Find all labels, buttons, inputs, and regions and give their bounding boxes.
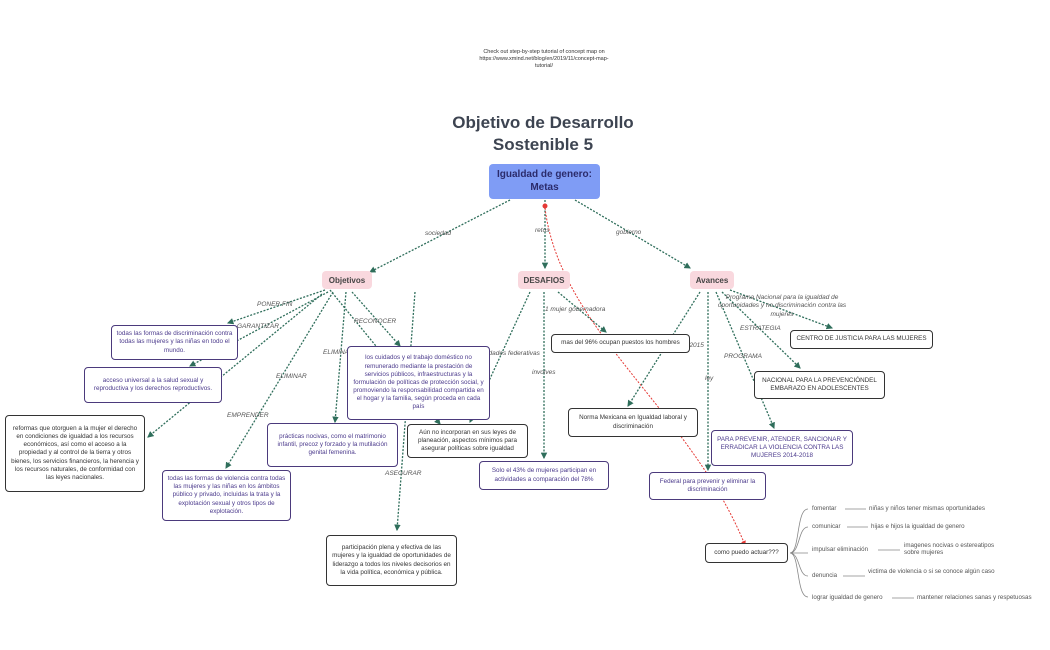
edge-central-avances	[574, 199, 691, 269]
edge-avances-justicia	[729, 289, 834, 330]
edge-avances-embarazo	[721, 291, 801, 369]
node-reformas[interactable]: reformas que otorguen a la mujer el dere…	[5, 415, 145, 492]
label-retos: retos	[535, 227, 550, 234]
node-solo-43[interactable]: Solo el 43% de mujeres participan en act…	[479, 461, 609, 490]
edge-avances-prevenir	[715, 291, 775, 429]
node-norma[interactable]: Norma Mexicana en Igualdad laboral y dis…	[568, 408, 698, 437]
topic-desafios[interactable]: DESAFIOS	[518, 271, 570, 289]
label-eliminar-2: ELIMINAR	[276, 373, 307, 380]
label-eliminar-1: ELIMINAR	[323, 349, 354, 356]
edge-objetivos-formas	[226, 289, 326, 325]
node-acceso-salud[interactable]: acceso universal a la salud sexual y rep…	[84, 367, 222, 403]
node-embarazo[interactable]: NACIONAL PARA LA PREVENCIÓNDEL EMBARAZO …	[754, 371, 885, 399]
node-practicas[interactable]: prácticas nocivas, como el matrimonio in…	[267, 423, 398, 467]
action-bracket	[789, 508, 809, 598]
node-federal[interactable]: Federal para prevenir y eliminar la disc…	[649, 472, 766, 500]
edge-objetivos-practicas	[332, 291, 347, 424]
label-gobierno: gobierno	[616, 229, 642, 236]
label-estrategia: ESTRATEGIA	[740, 325, 781, 332]
node-participacion[interactable]: participación plena y efectiva de las mu…	[326, 535, 457, 586]
action-verb-comunicar[interactable]: comunicar	[812, 523, 841, 530]
edge-objetivos-reformas	[147, 293, 323, 438]
edge-objetivos-cuidados	[351, 291, 401, 347]
action-detail-lograr[interactable]: mantener relaciones sanas y respetuosas	[917, 594, 1032, 601]
edge-central-objetivos	[369, 199, 511, 273]
node-cuidados[interactable]: los cuidados y el trabajo doméstico no r…	[347, 346, 490, 420]
label-involves: involves	[532, 369, 556, 376]
node-prevenir[interactable]: PARA PREVENIR, ATENDER, SANCIONAR Y ERRA…	[711, 430, 853, 466]
label-entidades: 19 entidades federativas	[469, 350, 540, 357]
action-verb-impulsar[interactable]: impulsar eliminación	[812, 546, 869, 553]
node-justicia[interactable]: CENTRO DE JUSTICIA PARA LAS MUJERES	[790, 330, 933, 349]
page-title: Objetivo de Desarrollo Sostenible 5	[452, 113, 634, 155]
node-formas-discriminacion[interactable]: todas las formas de discriminación contr…	[111, 325, 238, 360]
label-poner-fin: PONER FIN	[257, 301, 293, 308]
topic-avances[interactable]: Avances	[690, 271, 734, 289]
label-garantizar: GARANTIZAR	[237, 323, 279, 330]
action-verb-lograr[interactable]: lograr igualdad de genero	[812, 594, 883, 601]
label-asegurar: ASEGURAR	[385, 470, 422, 477]
tutorial-note: Check out step-by-step tutorial of conce…	[479, 49, 609, 69]
topic-objetivos[interactable]: Objetivos	[322, 271, 372, 289]
action-detail-comunicar[interactable]: hijas e hijos la igualdad de genero	[871, 523, 965, 530]
node-violencia[interactable]: todas las formas de violencia contra tod…	[162, 470, 291, 521]
label-sociedad: sociedad	[425, 230, 452, 237]
label-reconocer: RECONOCER	[354, 318, 397, 325]
label-programa: PROGRAMA	[724, 353, 762, 360]
label-gobernadora: 1 mujer gobernadora	[545, 306, 606, 313]
node-como-actuar[interactable]: como puedo actuar???	[705, 543, 788, 563]
node-aun-no[interactable]: Aún no incorporan en sus leyes de planea…	[407, 424, 528, 458]
action-detail-fomentar[interactable]: niñas y niños tener mismas oportunidades	[869, 505, 985, 512]
action-verb-fomentar[interactable]: fomentar	[812, 505, 837, 512]
label-programa-nacional: Programa Nacional para la igualdad de op…	[717, 294, 847, 318]
node-mas-96[interactable]: mas del 96% ocupan puestos los hombres	[551, 334, 690, 353]
label-ley: ley	[705, 375, 714, 382]
central-topic[interactable]: Igualdad de genero: Metas	[489, 164, 600, 199]
edge-objetivos-violencia	[225, 291, 334, 469]
action-detail-denuncia[interactable]: victima de violencia o si se conoce algú…	[868, 568, 995, 575]
label-emprender: EMPRENDER	[227, 412, 269, 419]
action-verb-denuncia[interactable]: denuncia	[812, 572, 838, 579]
action-lines	[843, 508, 914, 599]
action-detail-impulsar[interactable]: imagenes nocivas o estereatipos sobre mu…	[904, 542, 995, 557]
